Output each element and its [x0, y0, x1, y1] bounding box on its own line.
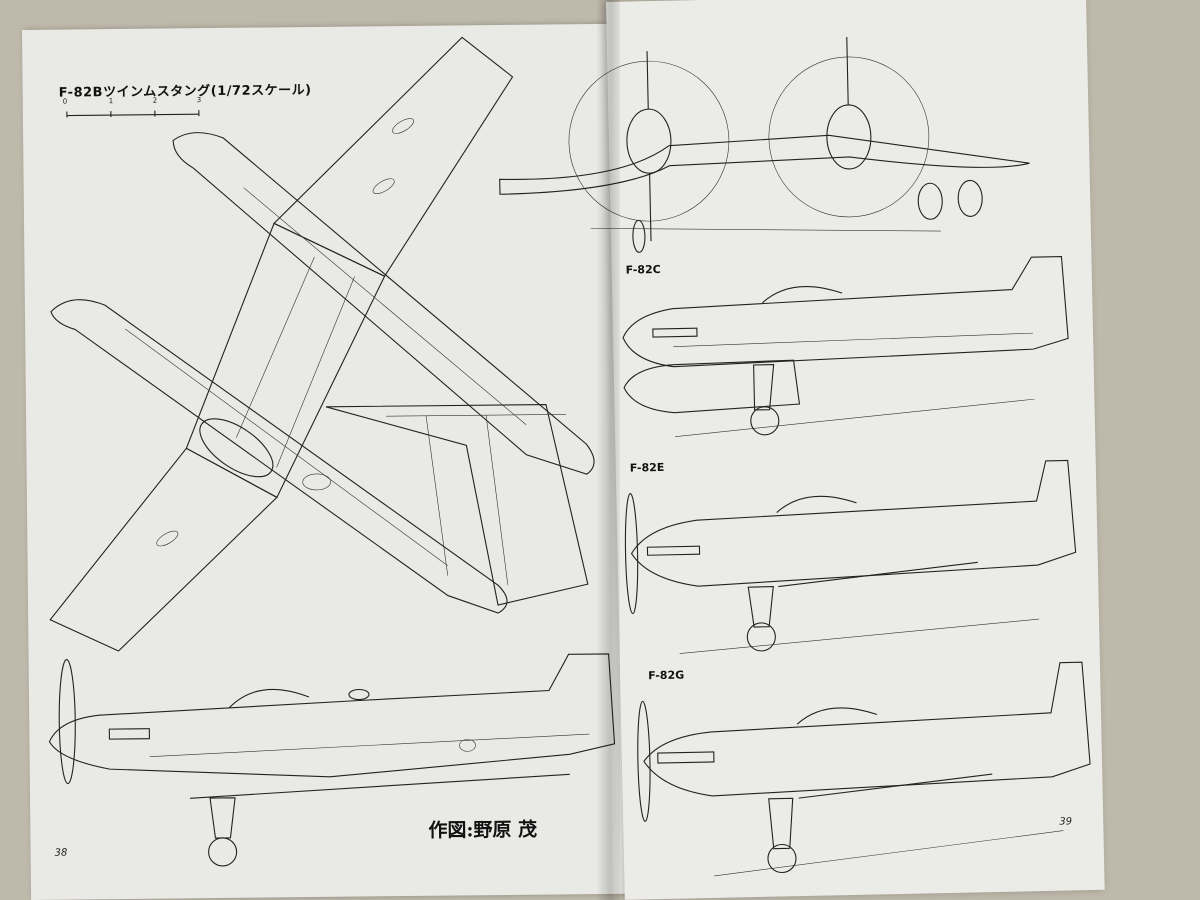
drawing-credit: 作図:野原 茂 [428, 818, 538, 842]
side-view-f82g [637, 661, 1091, 877]
plan-view-drawing [49, 36, 595, 652]
side-view-f82b [48, 653, 616, 867]
side-view-f82c [622, 255, 1069, 437]
book-spine-shadow [596, 0, 620, 900]
side-view-f82e [624, 459, 1077, 654]
left-page: F-82Bツインムスタング(1/72スケール) 0 1 2 3 [22, 23, 630, 900]
page-number-right: 39 [1059, 816, 1073, 828]
scale-bar [66, 110, 200, 118]
page-number-left: 38 [54, 847, 68, 859]
right-page: F-82C F-82E F-82G 39 [499, 0, 1105, 900]
front-view-drawing [499, 36, 1030, 253]
